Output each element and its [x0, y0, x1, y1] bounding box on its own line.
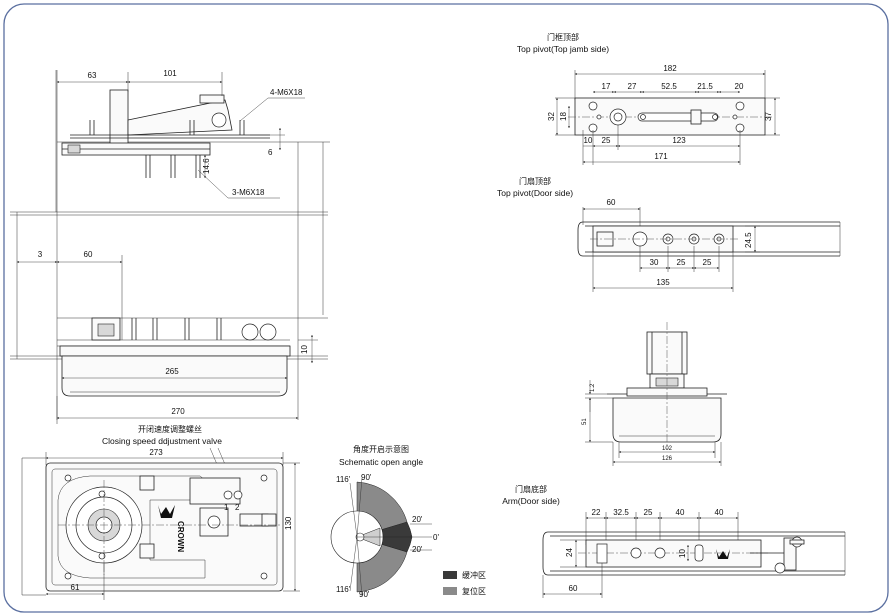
schematic-en: Schematic open angle	[339, 457, 423, 467]
dim-21-5: 21.5	[697, 82, 713, 91]
dim-123: 123	[672, 136, 686, 145]
dim-22: 22	[592, 508, 601, 517]
angle-116-bottom: 116'	[336, 585, 351, 594]
legend: 缓冲区 复位区	[443, 570, 486, 596]
angle-90-bottom: 90'	[359, 590, 370, 599]
dim-270: 270	[171, 407, 185, 416]
dim-273: 273	[149, 448, 163, 457]
valve-1: 1	[224, 503, 229, 512]
angle-90-top: 90'	[361, 473, 372, 482]
dim-32: 32	[547, 112, 556, 121]
dim-135: 135	[656, 278, 670, 287]
dim-40b: 40	[715, 508, 724, 517]
legend-swatch-reset	[443, 587, 457, 595]
dim-101: 101	[163, 69, 177, 78]
dim-10: 10	[300, 345, 309, 354]
legend-label-buffer: 缓冲区	[462, 570, 486, 580]
dim-60: 60	[84, 250, 93, 259]
angle-0: 0'	[433, 533, 439, 542]
plan-view: 开闭速度调整螺丝 Closing speed ddjustment valve …	[21, 424, 300, 600]
dim-18: 18	[559, 112, 568, 121]
dim-3: 3	[38, 250, 43, 259]
label-3-m6x18: 3-M6X18	[232, 188, 265, 197]
dim-10-jamb: 10	[584, 136, 593, 145]
dim-24-arm: 24	[565, 548, 574, 557]
bottom-pivot-view: 1.2 51 102 126	[582, 322, 727, 466]
dim-14-6: 14.6	[202, 158, 211, 174]
angle-20-bottom: 20'	[412, 545, 423, 554]
crown-logo-arm-icon	[716, 549, 730, 559]
dim-51: 51	[582, 418, 588, 425]
dim-126: 126	[662, 456, 673, 462]
dim-1-2: 1.2	[590, 383, 596, 392]
legend-label-reset: 复位区	[462, 586, 486, 596]
top-jamb-en: Top pivot(Top jamb side)	[517, 44, 609, 54]
dim-30-door: 30	[650, 258, 659, 267]
top-door-en: Top pivot(Door side)	[497, 188, 573, 198]
dim-171: 171	[654, 152, 668, 161]
angle-20-top: 20'	[412, 515, 423, 524]
top-jamb-cn: 门框顶部	[547, 32, 579, 42]
dim-60-arm: 60	[569, 584, 578, 593]
dim-102: 102	[662, 446, 673, 452]
angle-116-top: 116'	[336, 475, 351, 484]
dim-25b-door: 25	[703, 258, 712, 267]
closing-speed-en: Closing speed ddjustment valve	[102, 436, 222, 446]
arm-en: Arm(Door side)	[502, 496, 560, 506]
dim-37: 37	[764, 112, 773, 121]
dim-27: 27	[628, 82, 637, 91]
top-jamb-view: 门框顶部 Top pivot(Top jamb side) 182 17 27 …	[517, 32, 780, 165]
schematic-open-angle: 角度开启示意图 Schematic open angle 116' 90' 20…	[330, 444, 439, 599]
sheet-border	[3, 3, 889, 613]
valve-2: 2	[235, 503, 240, 512]
dim-6: 6	[268, 148, 273, 157]
dim-20: 20	[735, 82, 744, 91]
dim-61: 61	[71, 583, 80, 592]
closing-speed-cn: 开闭速度调整螺丝	[138, 424, 202, 434]
dim-25a-door: 25	[677, 258, 686, 267]
dim-130: 130	[284, 516, 293, 530]
label-4-m6x18: 4-M6X18	[270, 88, 303, 97]
dim-17: 17	[602, 82, 611, 91]
arm-view: 门扇底部 Arm(Door side) 22 32.5 25 40 40	[502, 484, 846, 598]
main-section-view: 63 101 4-M6X18 6 14.6 3-M6X18 3 60	[10, 69, 330, 424]
dim-63: 63	[88, 71, 97, 80]
top-door-cn: 门扇顶部	[519, 176, 551, 186]
dim-52-5: 52.5	[661, 82, 677, 91]
legend-swatch-buffer	[443, 571, 457, 579]
dim-60-door: 60	[607, 198, 616, 207]
dim-10-arm: 10	[678, 549, 687, 558]
dim-25-arm: 25	[644, 508, 653, 517]
dim-40a: 40	[676, 508, 685, 517]
arm-cn: 门扇底部	[515, 484, 547, 494]
top-door-view: 门扇顶部 Top pivot(Door side) 60 24.5 30 25	[497, 176, 841, 292]
crown-logo-icon: CROWN	[158, 505, 185, 552]
dim-25-jamb: 25	[602, 136, 611, 145]
dim-265: 265	[165, 367, 179, 376]
dim-182: 182	[663, 64, 677, 73]
schematic-cn: 角度开启示意图	[353, 444, 409, 454]
crown-logo-text: CROWN	[176, 521, 185, 552]
dim-32-5: 32.5	[613, 508, 629, 517]
dim-24-5: 24.5	[744, 232, 753, 248]
